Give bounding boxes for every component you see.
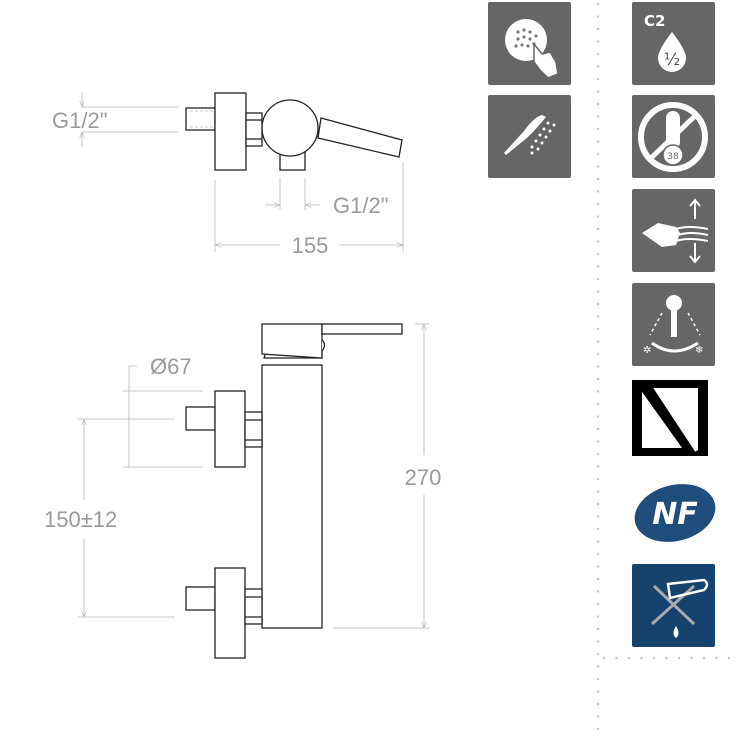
svg-text:❄: ❄ [695,345,703,356]
lever-handle [317,117,403,158]
wall-flange [214,92,247,171]
touch-shower-head-icon [488,2,571,85]
side-view: Ø67 150±12 270 [44,323,442,659]
depth-label: 155 [292,233,329,258]
mixer-body [261,364,323,629]
c2-water-saving-icon: C2 ½ [632,2,715,85]
height-label: 270 [405,465,442,490]
flange-diameter-label: Ø67 [150,354,192,379]
lever-handle [321,323,403,335]
hot-cold-lever-icon: ✲ ❄ [632,283,715,366]
svg-text:C2: C2 [644,12,665,30]
upper-inlet [185,390,263,468]
lower-inlet [185,567,263,659]
hand-shower-icon [488,95,571,178]
nf-certification-logo: NF [634,484,716,542]
svg-text:✲: ✲ [643,345,651,356]
inlet-spacing-label: 150±12 [44,507,117,532]
lever-flow-control-icon [632,189,715,272]
svg-text:½: ½ [664,50,680,70]
svg-text:NF: NF [652,497,698,532]
svg-text:38: 38 [667,152,679,162]
hex-nut [245,112,263,147]
mixer-body [261,99,319,157]
outlet-thread-label: G1/2" [333,193,389,218]
mixer-head [261,323,323,359]
top-view: G1/2" G1/2" 155 [52,92,404,258]
no-thermostat-38-icon: 38 [632,95,715,178]
inlet-thread-label: G1/2" [52,108,108,133]
no-limescale-badge-icon [632,564,715,647]
n-certification-mark-icon [632,380,708,456]
